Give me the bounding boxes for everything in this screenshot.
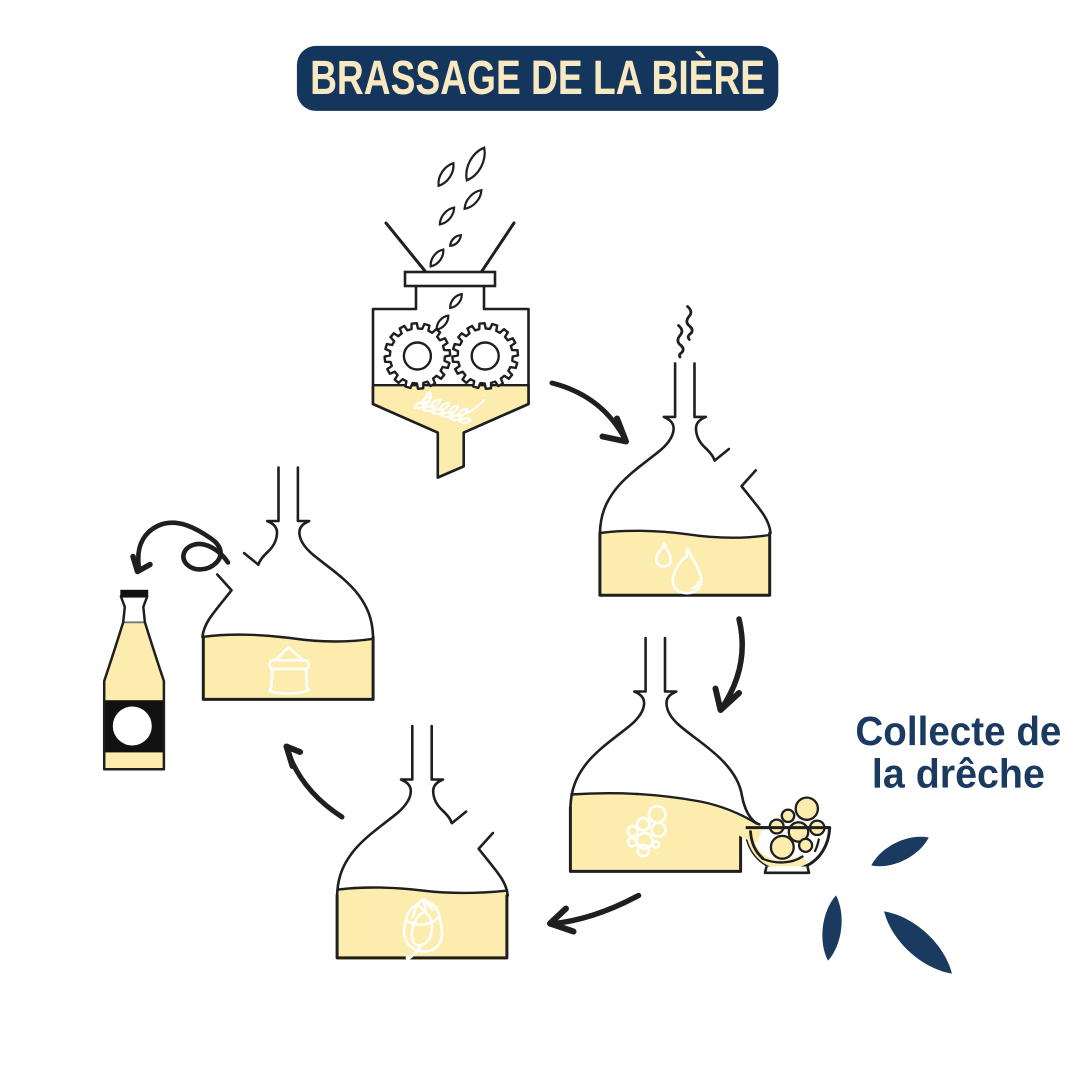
svg-text:Collecte de: Collecte de (855, 708, 1061, 754)
svg-text:la drêche: la drêche (872, 751, 1045, 797)
svg-text:BRASSAGE DE LA BIÈRE: BRASSAGE DE LA BIÈRE (310, 51, 765, 105)
